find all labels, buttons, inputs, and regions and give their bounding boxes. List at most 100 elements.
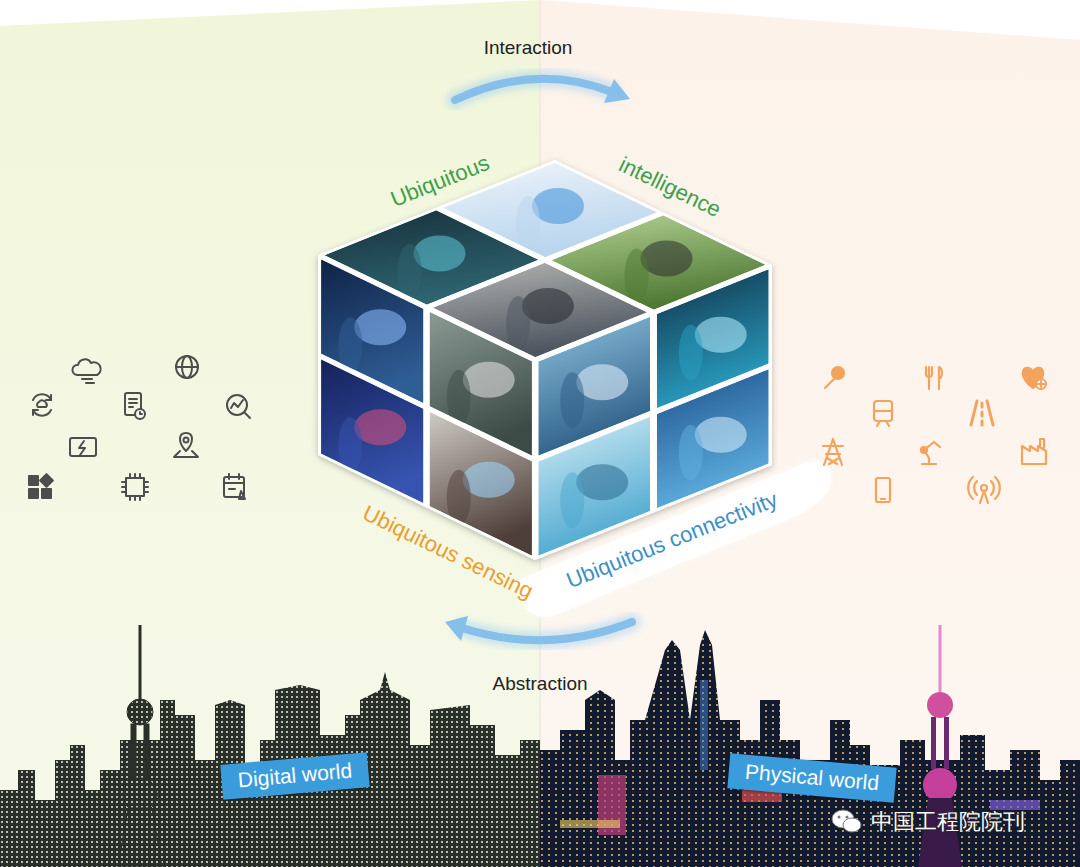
digital-skyline: [118, 625, 162, 867]
world-label: Physical world: [744, 760, 880, 796]
physical-skyline: [540, 630, 1080, 867]
physical-skyline: [939, 625, 942, 692]
digital-icon: [245, 413, 250, 418]
physical-icon: [968, 477, 1000, 503]
physical-icon: [1038, 381, 1044, 387]
physical-icon: [1036, 379, 1046, 389]
digital-icon: [227, 395, 247, 415]
photo-tile: [398, 244, 422, 300]
digital-icon: [40, 474, 53, 487]
photo-tile: [576, 464, 628, 500]
physical-icon: [823, 439, 843, 465]
abstraction-arrow: [445, 616, 468, 641]
digital-icon: [33, 394, 51, 415]
photo-tile: [625, 249, 649, 305]
digital-icon: [122, 474, 148, 500]
digital-icon: [125, 393, 145, 419]
photo-tile: [463, 362, 515, 398]
wechat-logo: [832, 810, 861, 832]
physical-skyline: [560, 820, 620, 828]
photo-tile: [338, 317, 362, 373]
photo-tile: [430, 412, 532, 556]
photo-tile: [695, 317, 747, 353]
abstraction-arrow: [462, 622, 632, 640]
photo-tile: [463, 462, 515, 498]
digital-icon: [70, 438, 96, 456]
photo-tile: [538, 417, 650, 556]
photo-tile: [447, 470, 471, 526]
digital-icon: [29, 356, 250, 500]
photo-tile: [321, 359, 423, 503]
digital-icon: [174, 451, 198, 457]
digital-icon: [174, 433, 198, 457]
photo-tile: [532, 188, 584, 224]
digital-page: [0, 0, 540, 867]
photo-tile: [576, 364, 628, 400]
interaction-arrow: [455, 79, 612, 100]
physical-icon: [823, 367, 1046, 503]
physical-icon: [1023, 368, 1044, 388]
digital-skyline: [0, 625, 540, 867]
physical-icon: [922, 442, 940, 464]
physical-icon: [1022, 439, 1046, 464]
photo-tile: [430, 412, 532, 556]
digital-skyline: [0, 672, 540, 867]
physical-skyline: [540, 625, 1080, 867]
physical-icon: [971, 401, 993, 425]
physical-icon: [874, 401, 892, 426]
digital-icon: [140, 412, 142, 414]
physical-icon: [921, 442, 940, 464]
physical-icon: [921, 447, 927, 453]
digital-icon: [70, 438, 96, 456]
photo-tile: [560, 372, 584, 428]
physical-icon: [971, 401, 993, 425]
digital-icon: [29, 474, 53, 498]
digital-icon: [126, 478, 144, 496]
photo-tile: [354, 309, 406, 345]
digital-skyline: [127, 699, 153, 725]
photo-tile: [447, 370, 471, 426]
arrow-label: Abstraction: [492, 673, 587, 695]
digital-icon: [135, 409, 145, 419]
world-label: Digital world: [237, 759, 353, 793]
arrow-label: Interaction: [484, 37, 573, 59]
digital-skyline: [139, 625, 142, 700]
digital-icon: [33, 395, 51, 415]
watermark: 中国工程院院刊: [871, 809, 1025, 834]
digital-icon: [79, 441, 85, 455]
photo-tile: [695, 417, 747, 453]
digital-icon: [42, 489, 51, 498]
interaction-arrow: [604, 79, 630, 103]
physical-icon: [1022, 439, 1046, 464]
photo-tile: [657, 369, 769, 508]
digital-icon: [227, 395, 250, 418]
physical-icon: [825, 367, 844, 388]
physical-icon: [1023, 368, 1046, 389]
photo-tile: [354, 409, 406, 445]
digital-icon: [33, 394, 51, 415]
photo-tile: [522, 288, 574, 324]
physical-icon: [874, 411, 892, 426]
digital-icon: [37, 400, 47, 407]
abstraction-arrow: [445, 616, 632, 641]
digital-icon: [122, 474, 148, 500]
wechat-logo: [843, 818, 861, 832]
photo-tile: [338, 417, 362, 473]
digital-icon: [29, 489, 38, 498]
physical-skyline: [700, 680, 708, 770]
physical-icon: [832, 367, 844, 379]
photo-tile: [679, 325, 703, 381]
digital-skyline: [123, 778, 157, 812]
digital-icon: [184, 438, 189, 443]
photo-tile: [641, 241, 693, 277]
digital-icon: [180, 433, 192, 451]
physical-icon: [926, 367, 942, 389]
physical-icon: [876, 478, 890, 502]
digital-icon: [231, 400, 243, 408]
photo-tile: [506, 296, 530, 352]
digital-icon: [72, 359, 100, 383]
cube-frame: [318, 160, 772, 560]
physical-icon: [825, 378, 835, 388]
physical-skyline: [931, 717, 936, 769]
